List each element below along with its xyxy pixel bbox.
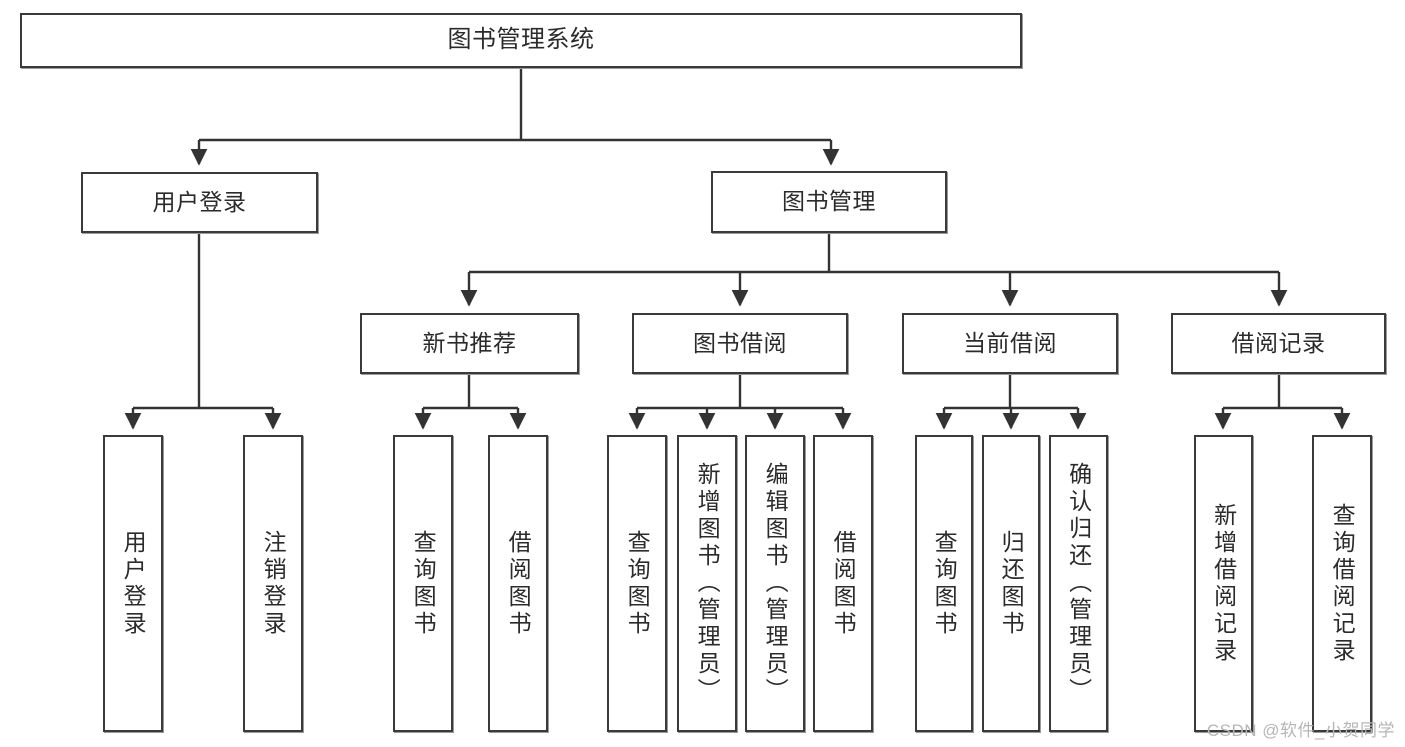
node-current-borrow[interactable]: 当前借阅 — [902, 313, 1118, 374]
node-borrow-record[interactable]: 借阅记录 — [1171, 313, 1386, 374]
node-leaf-user-login[interactable]: 用户登录 — [103, 435, 163, 732]
node-leaf-query-record-label: 查询借阅记录 — [1329, 502, 1356, 665]
node-leaf-query-book-2-label: 查询图书 — [624, 529, 651, 638]
node-new-book-rec-label: 新书推荐 — [422, 329, 517, 356]
node-leaf-user-logout-label: 注销登录 — [260, 529, 287, 638]
node-leaf-add-book[interactable]: 新增图书（管理员） — [677, 435, 737, 732]
node-book-borrow-label: 图书借阅 — [693, 329, 787, 356]
node-user-login[interactable]: 用户登录 — [81, 172, 318, 233]
node-leaf-borrow-book-1-label: 借阅图书 — [505, 529, 532, 638]
node-leaf-user-logout[interactable]: 注销登录 — [243, 435, 303, 732]
node-book-manage-label: 图书管理 — [782, 188, 876, 215]
node-leaf-borrow-book-2-label: 借阅图书 — [830, 529, 857, 638]
node-leaf-edit-book-label: 编辑图书（管理员） — [762, 462, 789, 705]
node-root-label: 图书管理系统 — [447, 26, 595, 54]
node-book-manage[interactable]: 图书管理 — [711, 171, 947, 233]
node-leaf-query-record[interactable]: 查询借阅记录 — [1312, 435, 1372, 732]
node-leaf-confirm-return[interactable]: 确认归还（管理员） — [1049, 435, 1108, 732]
node-leaf-borrow-book-2[interactable]: 借阅图书 — [813, 435, 873, 732]
node-leaf-query-book-2[interactable]: 查询图书 — [607, 435, 667, 732]
node-leaf-query-book-1-label: 查询图书 — [410, 529, 437, 638]
node-borrow-record-label: 借阅记录 — [1231, 329, 1326, 356]
node-new-book-rec[interactable]: 新书推荐 — [360, 313, 579, 374]
node-leaf-add-book-label: 新增图书（管理员） — [694, 462, 721, 705]
node-root[interactable]: 图书管理系统 — [20, 13, 1022, 68]
node-user-login-label: 用户登录 — [152, 188, 247, 215]
node-leaf-query-book-3-label: 查询图书 — [931, 529, 958, 638]
node-book-borrow[interactable]: 图书借阅 — [632, 313, 848, 374]
node-leaf-confirm-return-label: 确认归还（管理员） — [1065, 462, 1092, 705]
node-current-borrow-label: 当前借阅 — [963, 329, 1057, 356]
node-leaf-return-book[interactable]: 归还图书 — [982, 435, 1040, 732]
node-leaf-return-book-label: 归还图书 — [998, 529, 1025, 638]
node-leaf-edit-book[interactable]: 编辑图书（管理员） — [745, 435, 805, 732]
node-leaf-query-book-3[interactable]: 查询图书 — [915, 435, 973, 732]
node-leaf-user-login-label: 用户登录 — [120, 529, 147, 638]
node-leaf-add-record-label: 新增借阅记录 — [1210, 502, 1237, 665]
watermark: CSDN @软件_小贺同学 — [1206, 721, 1395, 740]
node-leaf-query-book-1[interactable]: 查询图书 — [393, 435, 453, 732]
node-leaf-borrow-book-1[interactable]: 借阅图书 — [488, 435, 548, 732]
node-leaf-add-record[interactable]: 新增借阅记录 — [1194, 435, 1253, 732]
